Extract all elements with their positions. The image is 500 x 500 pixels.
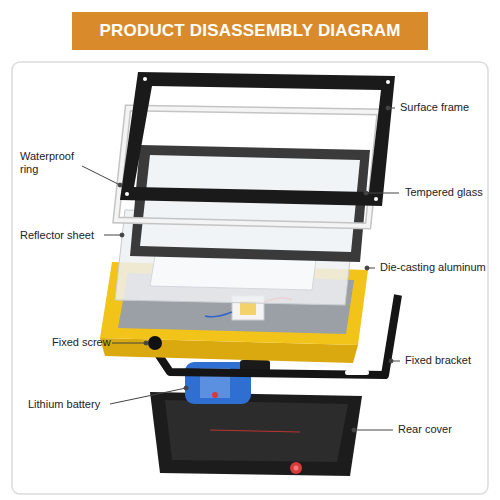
part-label: Die-casting aluminum	[380, 261, 486, 274]
part-label: Tempered glass	[405, 186, 483, 199]
part-label: Lithium battery	[28, 398, 100, 411]
part-label: Fixed screw	[52, 336, 111, 349]
part-label: Reflector sheet	[20, 229, 94, 242]
title-banner: PRODUCT DISASSEMBLY DIAGRAM	[72, 12, 428, 50]
title-text: PRODUCT DISASSEMBLY DIAGRAM	[72, 12, 428, 50]
part-label: Fixed bracket	[405, 354, 471, 367]
part-label: Rear cover	[398, 423, 452, 436]
part-label: Waterproof ring	[20, 150, 82, 176]
part-label: Surface frame	[400, 101, 469, 114]
